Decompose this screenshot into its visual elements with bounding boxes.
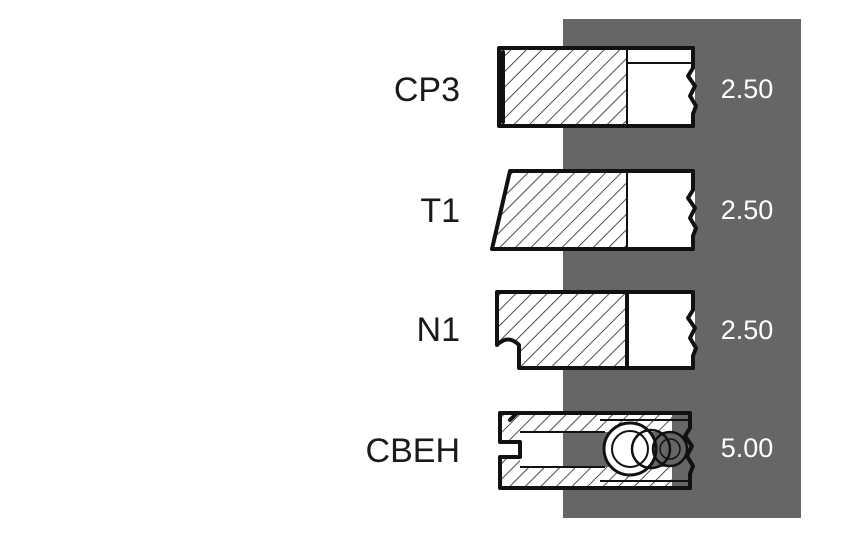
ring-value: 2.50 [721,315,774,345]
ring-cp3: CP3 2.50 [394,46,774,128]
ring-t1: T1 2.50 [420,169,774,251]
ring-name: CP3 [394,71,460,109]
ring-cbeh: CBEH 5.00 [366,411,774,490]
ring-name: CBEH [366,432,460,470]
ring-n1: N1 2.50 [417,290,774,370]
ring-t1-profile [490,169,698,251]
ring-cp3-profile [497,46,698,128]
ring-value: 5.00 [721,433,774,463]
ring-name: T1 [420,192,460,230]
ring-value: 2.50 [721,195,774,225]
ring-name: N1 [417,311,460,349]
ring-cbeh-profile [498,411,695,490]
ring-n1-profile [495,290,698,370]
ring-value: 2.50 [721,74,774,104]
